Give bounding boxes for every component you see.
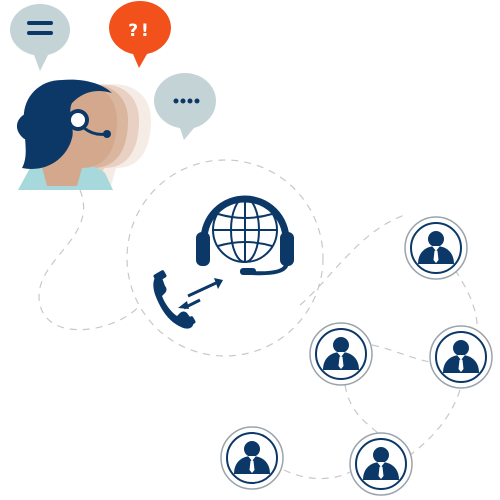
connector-user-2-to-user-3 <box>371 344 431 363</box>
user-avatar <box>309 322 373 386</box>
user-avatar <box>429 325 493 389</box>
typing-speech-bubble-icon <box>154 73 217 140</box>
connector-user-2-to-user-5 <box>344 384 381 436</box>
double-arrow-icon <box>178 278 223 310</box>
user-avatar <box>404 216 468 280</box>
globe-icon <box>212 197 278 263</box>
user-avatars <box>220 216 493 496</box>
connector-agent-to-hub <box>38 189 141 331</box>
connector-user-4-to-user-5 <box>283 469 351 480</box>
menu-speech-bubble-icon <box>10 4 70 71</box>
user-avatar <box>349 432 413 496</box>
connector-hub-to-user-1 <box>299 214 406 306</box>
call-center-agent-icon <box>16 79 151 190</box>
central-dashed-ring <box>126 159 324 357</box>
phone-handset-icon <box>153 270 196 329</box>
alert-speech-bubble-icon: ?! <box>109 1 171 68</box>
headset-globe-icon <box>196 195 294 276</box>
user-avatar <box>220 426 284 490</box>
alert-bubble-text: ?! <box>128 21 152 41</box>
connector-user-3-to-user-5 <box>409 389 461 456</box>
